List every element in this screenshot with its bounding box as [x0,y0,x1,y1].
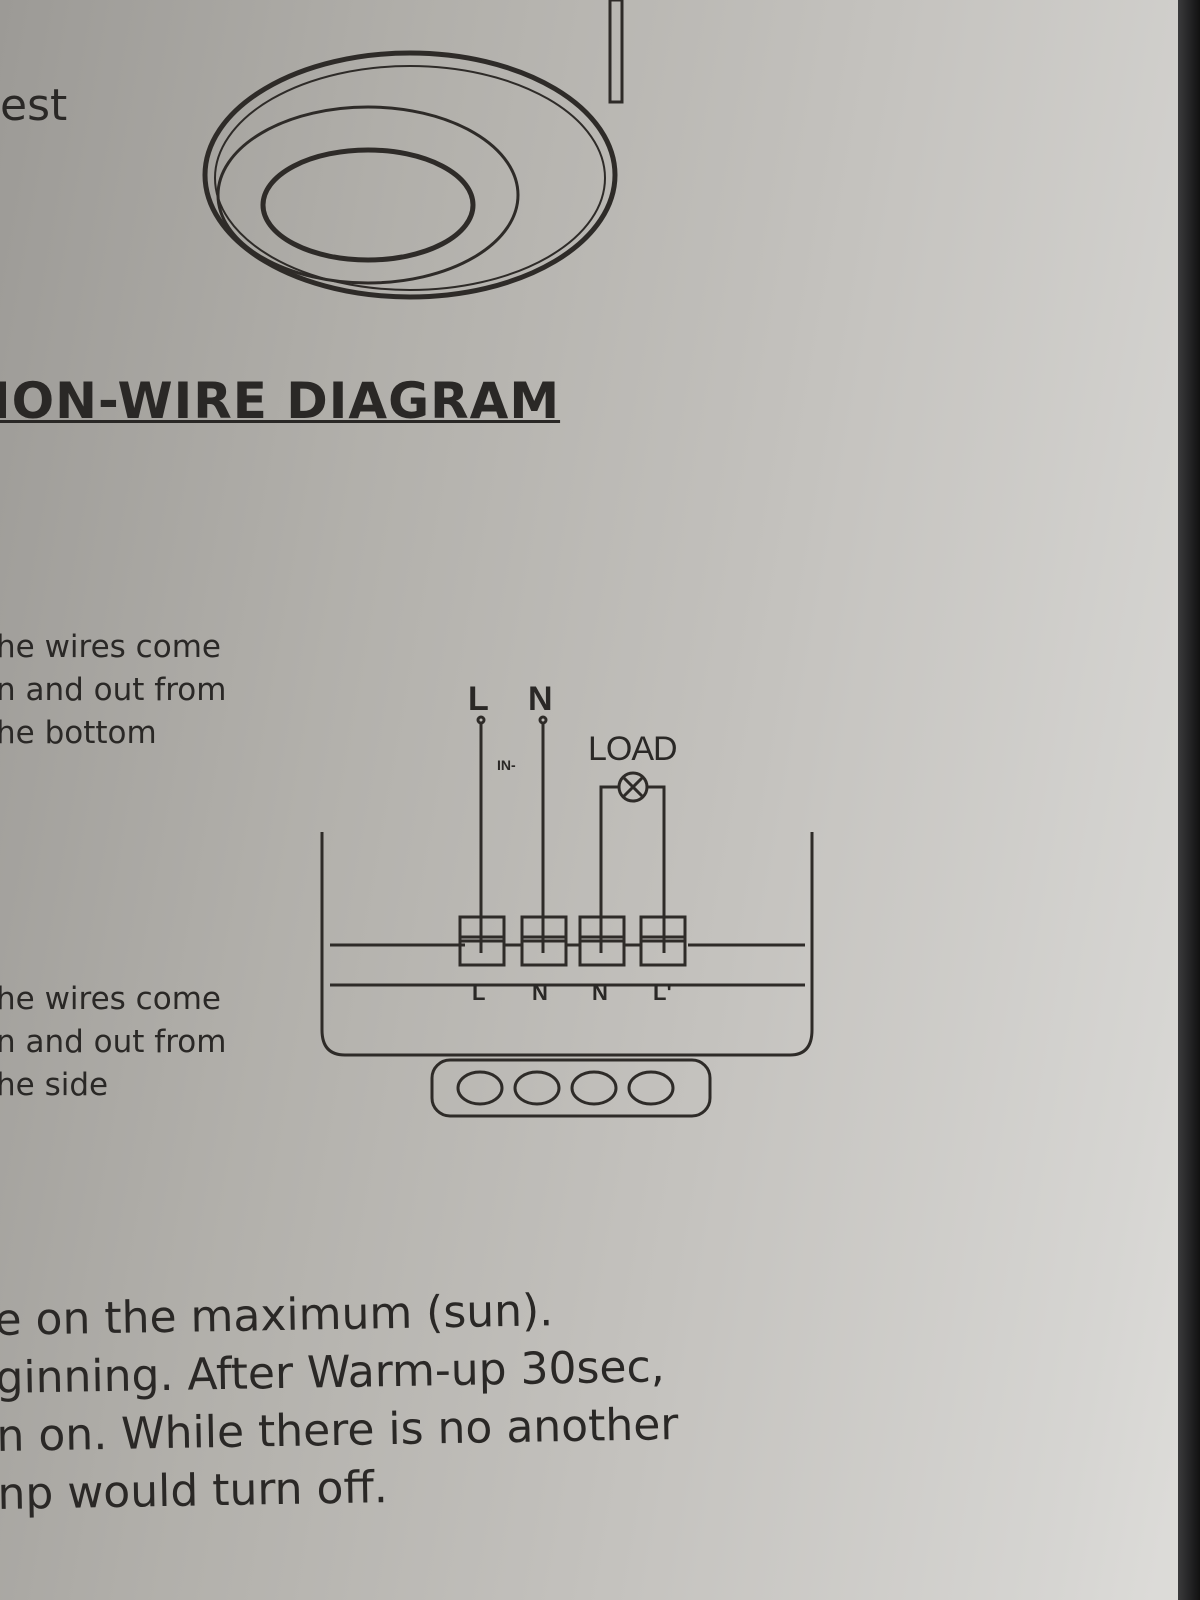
instructions-text: e on the maximum (sun). ginning. After W… [0,1280,680,1524]
text-line: he wires come [0,981,221,1017]
background-edge [1178,0,1200,1600]
terminal-label: N [592,980,608,1005]
text-line: he bottom [0,715,157,751]
ceiling-sensor-drawing [202,0,624,300]
label-in: IN- [497,757,516,773]
lamp-icon [617,771,649,803]
text-line: he side [0,1067,109,1103]
text-line: n and out from [0,672,227,708]
terminal-blocks [458,915,687,967]
terminal-label: N [532,980,548,1005]
label-line-in: L [468,680,489,718]
text-line: he wires come [0,629,221,665]
text-line: n and out from [0,1024,227,1060]
text-line: np would turn off. [0,1462,389,1520]
section-heading: ION-WIRE DIAGRAM [0,372,561,430]
option-bottom-text: he wires come n and out from he bottom [0,626,226,755]
wiring-diagram [320,715,814,1118]
label-load: LOAD [588,730,678,768]
page-fragment-text: est [0,80,68,131]
option-side-text: he wires come n and out from he side [0,978,226,1107]
terminal-label: L' [653,980,672,1005]
text-line: n on. While there is no another [0,1399,679,1462]
terminal-label: L [472,980,486,1005]
label-neutral-in: N [528,680,553,718]
